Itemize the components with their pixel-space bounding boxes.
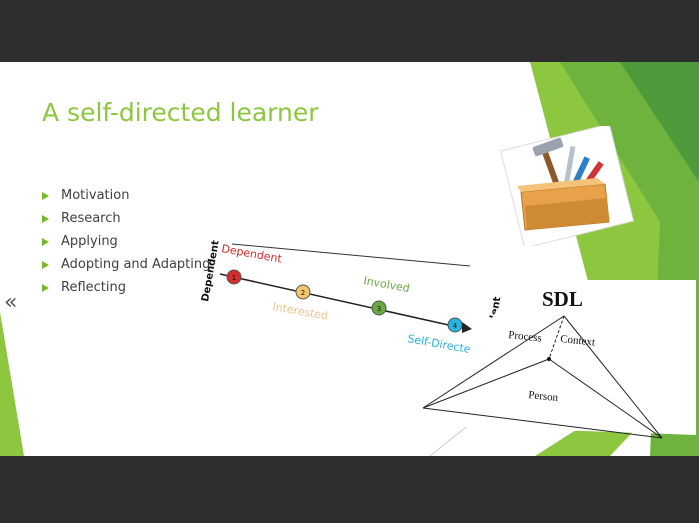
stage-label-involved: Involved [362, 274, 410, 295]
bullet-arrow-icon [42, 261, 49, 269]
bullet-text: Adopting and Adapting [61, 257, 211, 272]
scale-axis-start-label: Dependent [200, 239, 222, 302]
bullet-text: Reflecting [61, 280, 126, 295]
stage-number-4: 4 [453, 322, 458, 330]
bullet-arrow-icon [42, 192, 49, 200]
sdl-face-person: Person [528, 389, 560, 404]
bullet-text: Motivation [61, 188, 130, 203]
sdl-triangle-diagram: SDL Process Context Person [418, 280, 696, 439]
toolbox-icon [499, 126, 635, 246]
stage-label-interested: Interested [271, 300, 329, 323]
stage-number-1: 1 [232, 274, 236, 282]
sdl-face-context: Context [560, 333, 596, 349]
bottom-letterbox [0, 456, 699, 523]
sdl-title: SDL [542, 287, 583, 311]
sdl-face-process: Process [508, 329, 543, 344]
chevron-double-left-icon[interactable]: « [4, 290, 18, 315]
stage-marker-1 [226, 269, 242, 285]
stage-number-3: 3 [377, 305, 381, 313]
bullet-text: Research [61, 211, 121, 226]
bullet-arrow-icon [42, 238, 49, 246]
slide-title: A self-directed learner [42, 98, 319, 127]
top-letterbox [0, 0, 699, 62]
slide: A self-directed learner Motivation Resea… [0, 62, 699, 456]
bullet-arrow-icon [42, 215, 49, 223]
stage-marker-3 [371, 300, 387, 316]
bullet-arrow-icon [42, 284, 49, 292]
stage-marker-4 [447, 317, 463, 333]
bullet-text: Applying [61, 234, 118, 249]
stage-number-2: 2 [301, 289, 305, 297]
stage-marker-2 [295, 284, 311, 300]
